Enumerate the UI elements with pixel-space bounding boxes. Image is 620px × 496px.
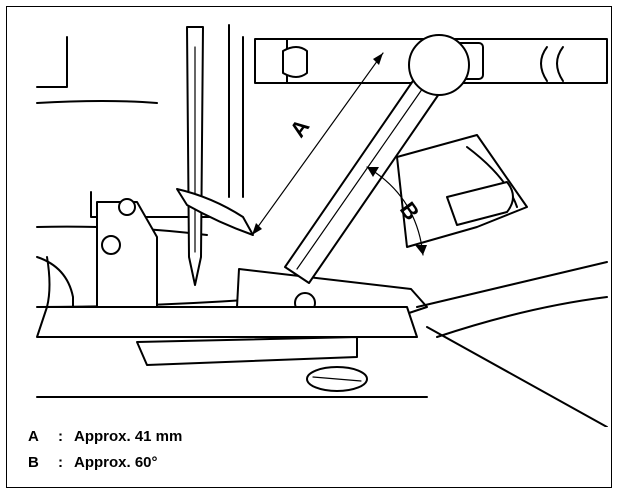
legend: A: Approx. 41 mm B: Approx. 60° (28, 424, 182, 476)
dimension-a-label: A (285, 114, 315, 142)
legend-separator: : (58, 428, 63, 445)
presser-foot-assembly (36, 188, 428, 366)
legend-separator: : (58, 454, 63, 471)
needle (186, 26, 204, 286)
sewing-machine-illustration: A B (36, 24, 608, 427)
legend-key: B (28, 454, 39, 471)
legend-text: Approx. 41 mm (74, 428, 183, 445)
figure-frame: A B (6, 6, 612, 488)
side-plate (36, 134, 608, 427)
legend-key: A (28, 428, 39, 445)
legend-row-b: B: Approx. 60° (28, 450, 182, 476)
legend-row-a: A: Approx. 41 mm (28, 424, 182, 450)
legend-text: Approx. 60° (74, 454, 158, 471)
gauge-bar (284, 34, 470, 284)
